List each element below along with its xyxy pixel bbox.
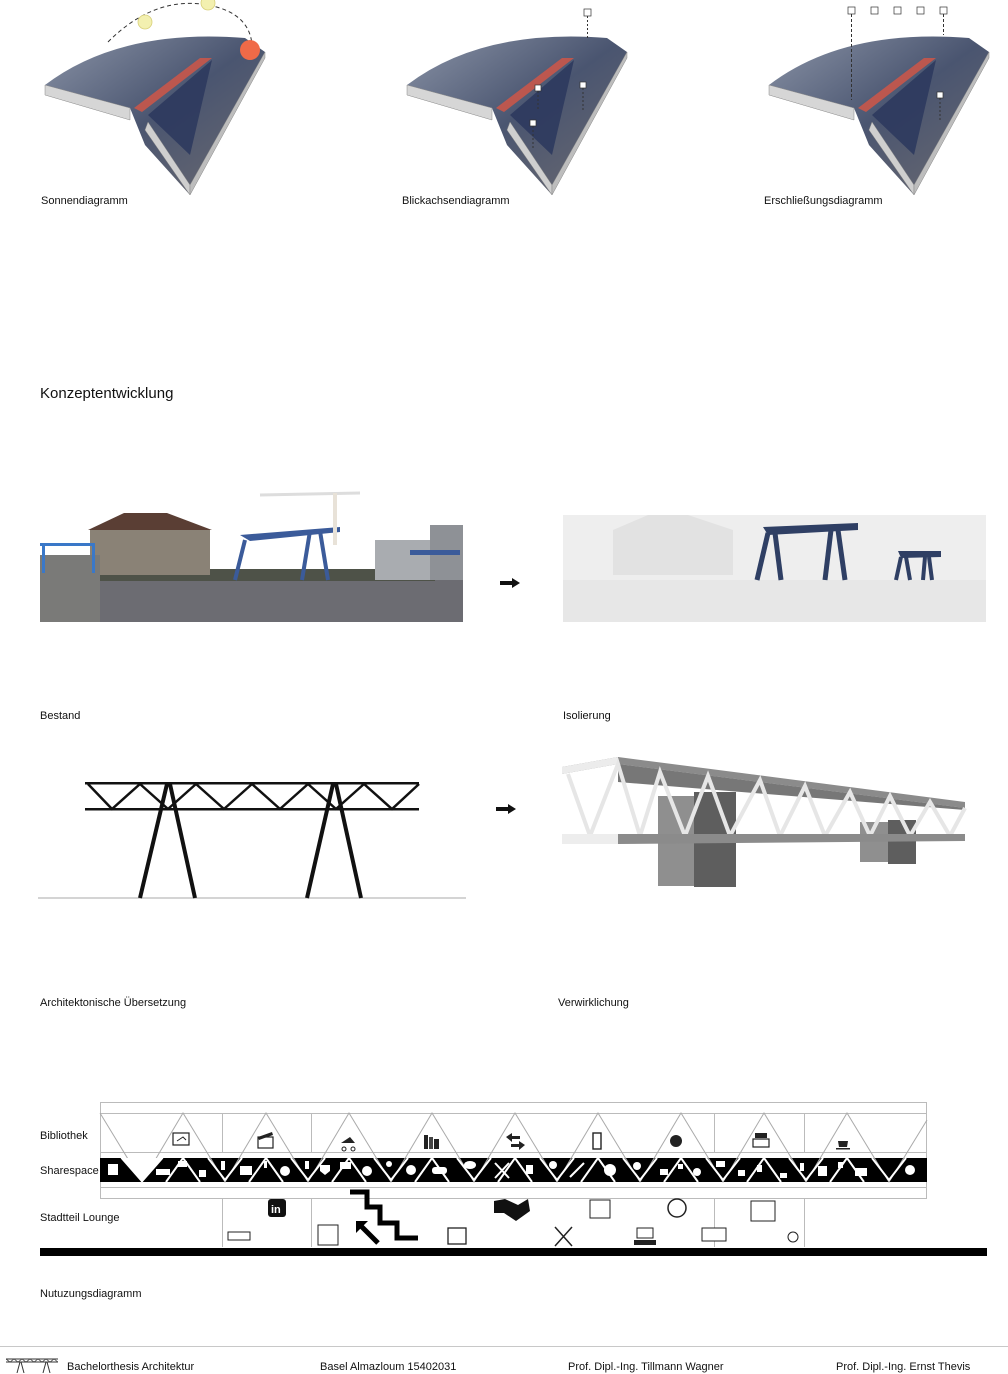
- clapperboard-icon: [257, 1132, 274, 1149]
- arrow-right-icon: [496, 804, 516, 814]
- row-label-library: Bibliothek: [40, 1130, 88, 1142]
- phone-icon: [757, 1165, 762, 1172]
- hand-icon: [526, 1165, 533, 1174]
- row-label-lounge: Stadtteil Lounge: [40, 1212, 120, 1224]
- footer-thesis: Bachelorthesis Architektur: [67, 1361, 195, 1373]
- sun-diagram-caption: Sonnendiagramm: [41, 195, 128, 207]
- chat-bubble-icon: [464, 1161, 476, 1169]
- vr-headset-icon: [670, 1135, 682, 1147]
- printer-icon: [340, 1162, 351, 1169]
- drone-icon: [178, 1161, 187, 1167]
- realization-caption: Verwirklichung: [558, 997, 629, 1009]
- gear-icon: [280, 1166, 290, 1176]
- svg-text:in: in: [271, 1204, 281, 1216]
- handshake-icon: [494, 1199, 530, 1221]
- books-icon: [424, 1135, 439, 1149]
- puzzle-icon: [447, 1227, 467, 1245]
- headset-icon: [667, 1198, 687, 1218]
- pin-icon: [386, 1161, 392, 1167]
- share-icon: [549, 1161, 557, 1169]
- meeting-table-icon: [317, 1224, 339, 1246]
- robot-arm-icon: [678, 1164, 683, 1169]
- usage-caption: Nutuzungsdiagramm: [40, 1288, 142, 1300]
- tools-icon: [494, 1162, 510, 1179]
- hourglass-icon: [716, 1161, 725, 1167]
- car-icon: [870, 6, 879, 15]
- access-diagram-caption: Erschließungsdiagramm: [764, 195, 883, 207]
- truss-line-drawing: [38, 782, 466, 899]
- mail-icon: [138, 1162, 146, 1167]
- recycle-bin-icon: [818, 1166, 827, 1176]
- footer-prof1: Prof. Dipl.-Ing. Tillmann Wagner: [568, 1361, 724, 1373]
- bike-icon: [847, 6, 856, 15]
- sun-noon-icon: [200, 0, 216, 11]
- footer-student: Basel Almazloum 15402031: [320, 1361, 457, 1373]
- bottles-icon: [589, 1199, 611, 1219]
- map-board-icon: [172, 1132, 190, 1146]
- microphone-icon: [305, 1161, 309, 1169]
- pet-care-icon: [787, 1231, 799, 1243]
- isolated-photo: [563, 485, 986, 622]
- viewpoint-icon: [583, 8, 592, 17]
- exchange-arrows-icon: [506, 1133, 525, 1150]
- coins-icon: [406, 1165, 416, 1175]
- arrow-right-icon: [500, 578, 520, 588]
- sun-diagram: [44, 0, 266, 196]
- existing-caption: Bestand: [40, 710, 81, 722]
- presentation-icon: [634, 1227, 656, 1245]
- translation-caption: Architektonische Übersetzung: [40, 997, 187, 1009]
- access-diagram: [768, 6, 990, 196]
- podium-icon: [660, 1169, 668, 1175]
- usage-diagram: in: [40, 1102, 987, 1256]
- train-icon: [939, 6, 948, 15]
- 3d-printer-icon: [240, 1166, 252, 1175]
- caliper-icon: [569, 1162, 585, 1178]
- footer-divider: [0, 1346, 1008, 1347]
- elevator-icon: [750, 1200, 776, 1222]
- gamepad-icon: [432, 1167, 447, 1174]
- coffee-cup-icon: [836, 1141, 850, 1150]
- stairs-up-icon: [350, 1189, 418, 1245]
- 3d-glasses-icon: [156, 1169, 170, 1175]
- coffee-machine-icon: [838, 1162, 843, 1168]
- workstation-icon: [108, 1164, 118, 1175]
- head-gear-icon: [693, 1168, 701, 1176]
- existing-photo: [40, 485, 463, 622]
- remote-icon: [264, 1161, 267, 1168]
- truss-3d-render: [562, 757, 967, 887]
- stroller-icon: [341, 1137, 356, 1152]
- globe-icon: [633, 1162, 641, 1170]
- printer-stack-icon: [752, 1133, 770, 1148]
- sun-evening-icon: [240, 40, 260, 60]
- isolated-caption: Isolierung: [563, 710, 611, 722]
- exit-sign-icon: [227, 1231, 251, 1241]
- bookshelf-icon: [592, 1132, 602, 1150]
- briefcase-icon: [855, 1168, 867, 1176]
- news-icon: [701, 1227, 727, 1242]
- linkedin-icon: in: [268, 1199, 286, 1217]
- sun-morning-icon: [137, 14, 153, 30]
- section-title: Konzeptentwicklung: [40, 385, 174, 402]
- truss-logo-icon: [6, 1358, 58, 1373]
- laptop-icon: [738, 1170, 745, 1176]
- group-icon: [362, 1166, 372, 1176]
- footer-prof2: Prof. Dipl.-Ing. Ernst Thevis: [836, 1361, 971, 1373]
- view-axis-diagram-caption: Blickachsendiagramm: [402, 195, 510, 207]
- boat-icon: [916, 6, 925, 15]
- cloud-upload-icon: [905, 1165, 915, 1175]
- bus-icon: [893, 6, 902, 15]
- cutlery-icon: [554, 1226, 573, 1247]
- monitor-icon: [780, 1173, 787, 1178]
- usb-icon: [800, 1163, 804, 1171]
- door-icon: [221, 1161, 225, 1170]
- row-label-sharespace: Sharespace: [40, 1165, 99, 1177]
- meeting-icon: [604, 1164, 616, 1176]
- view-axis-diagram: [406, 8, 628, 196]
- music-file-icon: [199, 1170, 206, 1177]
- shield-check-icon: [320, 1165, 330, 1175]
